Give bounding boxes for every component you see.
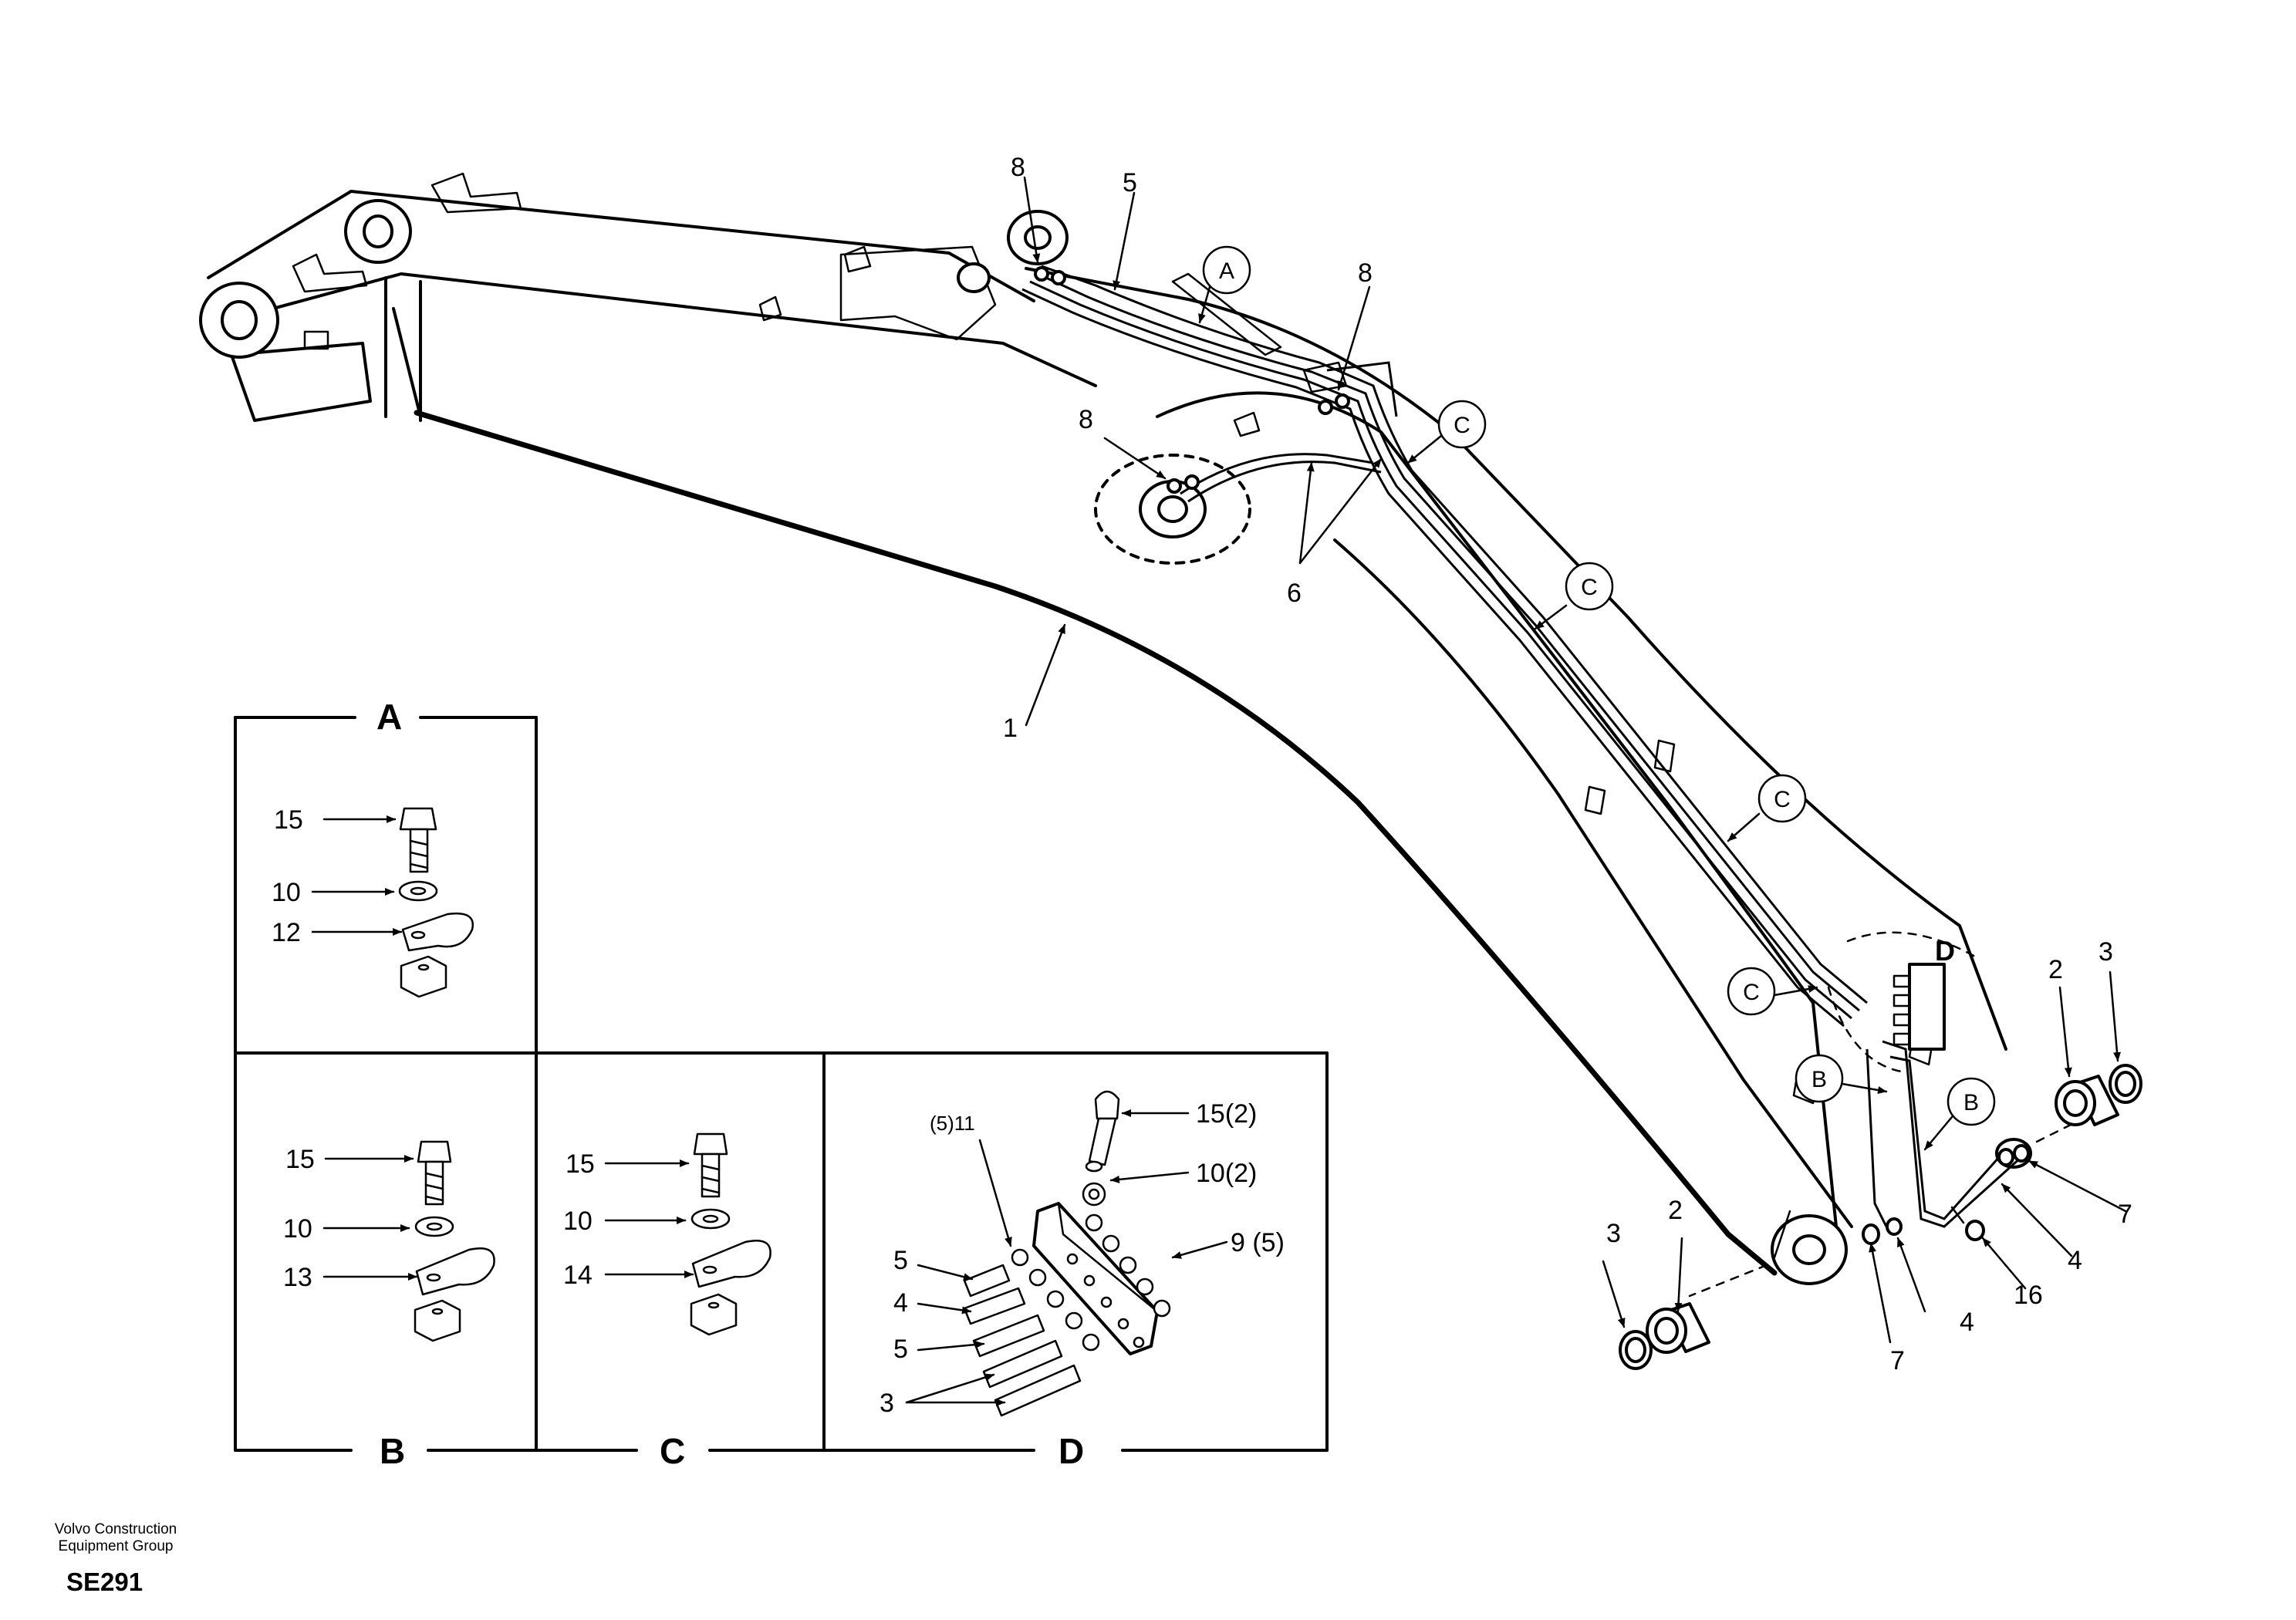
detail-section-c: C 15 10 14 bbox=[563, 1132, 772, 1471]
section-a-label-10: 10 bbox=[272, 878, 301, 907]
section-b-label-15: 15 bbox=[285, 1145, 315, 1174]
callout-2-right: 2 bbox=[2048, 955, 2063, 984]
boom-body bbox=[199, 172, 2032, 1285]
section-c-label-10: 10 bbox=[563, 1207, 593, 1236]
callout-3-right: 3 bbox=[2098, 937, 2113, 967]
section-d-label-15: 15(2) bbox=[1196, 1099, 1257, 1129]
section-b-title: B bbox=[380, 1431, 405, 1471]
detail-ref-a: A bbox=[1219, 258, 1234, 284]
callout-6: 6 bbox=[1287, 579, 1302, 608]
section-a-label-15: 15 bbox=[274, 805, 303, 835]
section-d-label-10: 10(2) bbox=[1196, 1159, 1257, 1188]
callout-4-right: 4 bbox=[2068, 1246, 2082, 1275]
detail-ref-c4: C bbox=[1743, 980, 1760, 1005]
detail-ref-d: D bbox=[1935, 935, 1955, 967]
detail-ref-b2: B bbox=[1963, 1090, 1979, 1115]
callout-5: 5 bbox=[1123, 168, 1137, 197]
section-c-label-15: 15 bbox=[566, 1149, 595, 1179]
detail-ref-c3: C bbox=[1774, 787, 1791, 812]
section-d-title: D bbox=[1059, 1431, 1084, 1471]
callout-numbers: 1 5 8 8 8 6 3 2 2 3 7 4 16 4 7 bbox=[1003, 153, 2132, 1375]
callout-2-left: 2 bbox=[1668, 1196, 1683, 1225]
callout-8-top: 8 bbox=[1011, 153, 1025, 182]
detail-section-b: B 15 10 13 bbox=[283, 1140, 495, 1471]
callout-3-left: 3 bbox=[1606, 1219, 1621, 1248]
callout-8-mid: 8 bbox=[1079, 405, 1093, 434]
section-d-label-5-bottom: 5 bbox=[893, 1335, 908, 1364]
footer-company-line2: Equipment Group bbox=[58, 1538, 174, 1554]
section-a-title: A bbox=[376, 697, 402, 737]
callout-7-left: 7 bbox=[1890, 1346, 1905, 1375]
section-b-label-10: 10 bbox=[283, 1214, 312, 1244]
d-hose-fittings bbox=[963, 1248, 1100, 1417]
callout-1: 1 bbox=[1003, 714, 1018, 743]
section-c-label-14: 14 bbox=[563, 1261, 593, 1290]
footer-company: Volvo Construction Equipment Group bbox=[31, 1521, 201, 1555]
detail-ref-c2: C bbox=[1581, 575, 1598, 600]
section-d-label-3: 3 bbox=[880, 1389, 894, 1418]
section-a-label-12: 12 bbox=[272, 918, 301, 947]
section-d-label-11: (5)11 bbox=[930, 1112, 975, 1135]
pin-bushings bbox=[1619, 1064, 2142, 1370]
detail-boxes bbox=[234, 716, 1329, 1452]
callout-8-right: 8 bbox=[1358, 258, 1373, 288]
section-c-title: C bbox=[660, 1431, 685, 1471]
section-d-label-9: 9 (5) bbox=[1231, 1228, 1285, 1257]
footer-diagram-code: SE291 bbox=[66, 1568, 144, 1596]
callout-4-mid: 4 bbox=[1960, 1308, 1974, 1337]
callout-16: 16 bbox=[2014, 1281, 2043, 1310]
hose-lines bbox=[1021, 265, 2030, 1245]
section-d-label-4: 4 bbox=[893, 1288, 908, 1318]
detail-ref-b1: B bbox=[1811, 1067, 1827, 1092]
footer-company-line1: Volvo Construction bbox=[54, 1521, 177, 1537]
section-b-label-13: 13 bbox=[283, 1263, 312, 1292]
detail-section-d: D bbox=[880, 1090, 1285, 1471]
detail-ref-c1: C bbox=[1454, 413, 1470, 438]
callout-arrows bbox=[1023, 176, 2127, 1344]
detail-section-a: A 15 10 12 bbox=[272, 697, 474, 998]
section-d-label-5-top: 5 bbox=[893, 1246, 908, 1275]
detail-reference-markers: A C C C C B B D bbox=[1198, 245, 1996, 1151]
callout-7-right: 7 bbox=[2118, 1200, 2132, 1229]
